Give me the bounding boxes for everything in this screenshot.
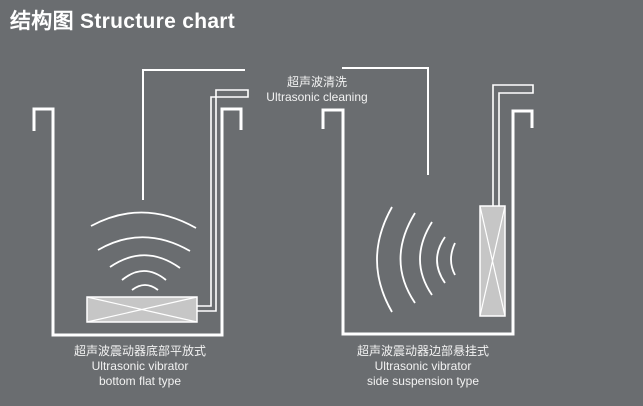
right-caption: 超声波震动器边部悬挂式 Ultrasonic vibrator side sus… xyxy=(303,344,543,389)
page-title: 结构图 Structure chart xyxy=(10,10,236,33)
left-waves xyxy=(90,211,197,291)
right-caption-en1: Ultrasonic vibrator xyxy=(374,359,472,373)
right-caption-en2: side suspension type xyxy=(366,374,480,388)
left-caption-en1: Ultrasonic vibrator xyxy=(91,359,189,373)
left-caption-en2: bottom flat type xyxy=(98,374,182,388)
right-pipe xyxy=(492,84,534,206)
cleaning-label-zh: 超声波清洗 xyxy=(286,75,347,89)
cleaning-label: 超声波清洗 Ultrasonic cleaning xyxy=(197,75,437,105)
right-waves xyxy=(376,206,456,313)
right-caption-zh: 超声波震动器边部悬挂式 xyxy=(356,344,489,358)
left-transducer xyxy=(86,296,198,323)
right-tank xyxy=(321,108,534,336)
cleaning-label-en: Ultrasonic cleaning xyxy=(266,90,368,104)
left-pipe xyxy=(197,89,249,312)
left-caption-zh: 超声波震动器底部平放式 xyxy=(73,344,206,358)
left-tank xyxy=(32,107,243,337)
right-leader-line xyxy=(342,67,429,175)
left-leader-line xyxy=(142,69,245,200)
left-caption: 超声波震动器底部平放式 Ultrasonic vibrator bottom f… xyxy=(20,344,260,389)
right-transducer xyxy=(479,205,506,317)
